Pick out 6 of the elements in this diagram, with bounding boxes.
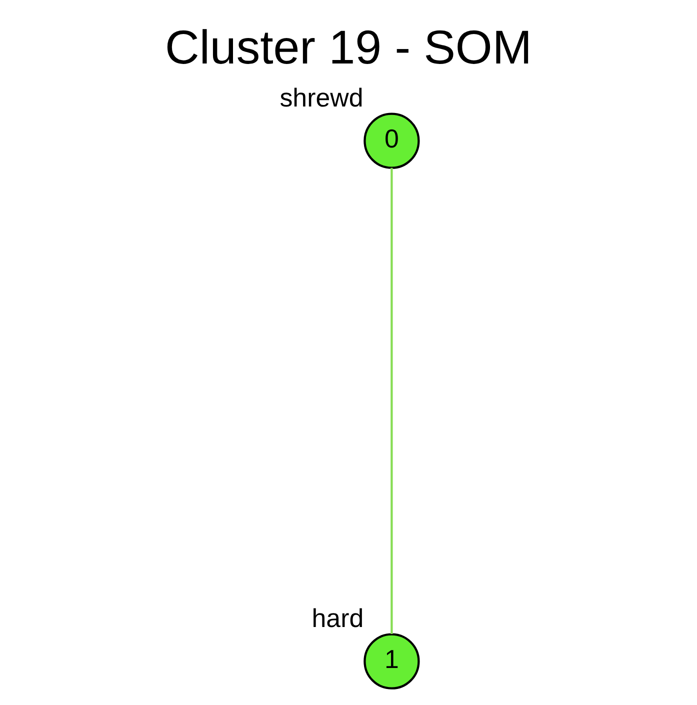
node-label: shrewd [280,84,364,112]
node-circle: 0 [364,112,420,169]
connector [390,168,393,634]
node-label: hard [312,605,364,634]
diagram-title: Cluster 19 - SOM [165,21,532,74]
node-circle: 1 [364,633,420,690]
